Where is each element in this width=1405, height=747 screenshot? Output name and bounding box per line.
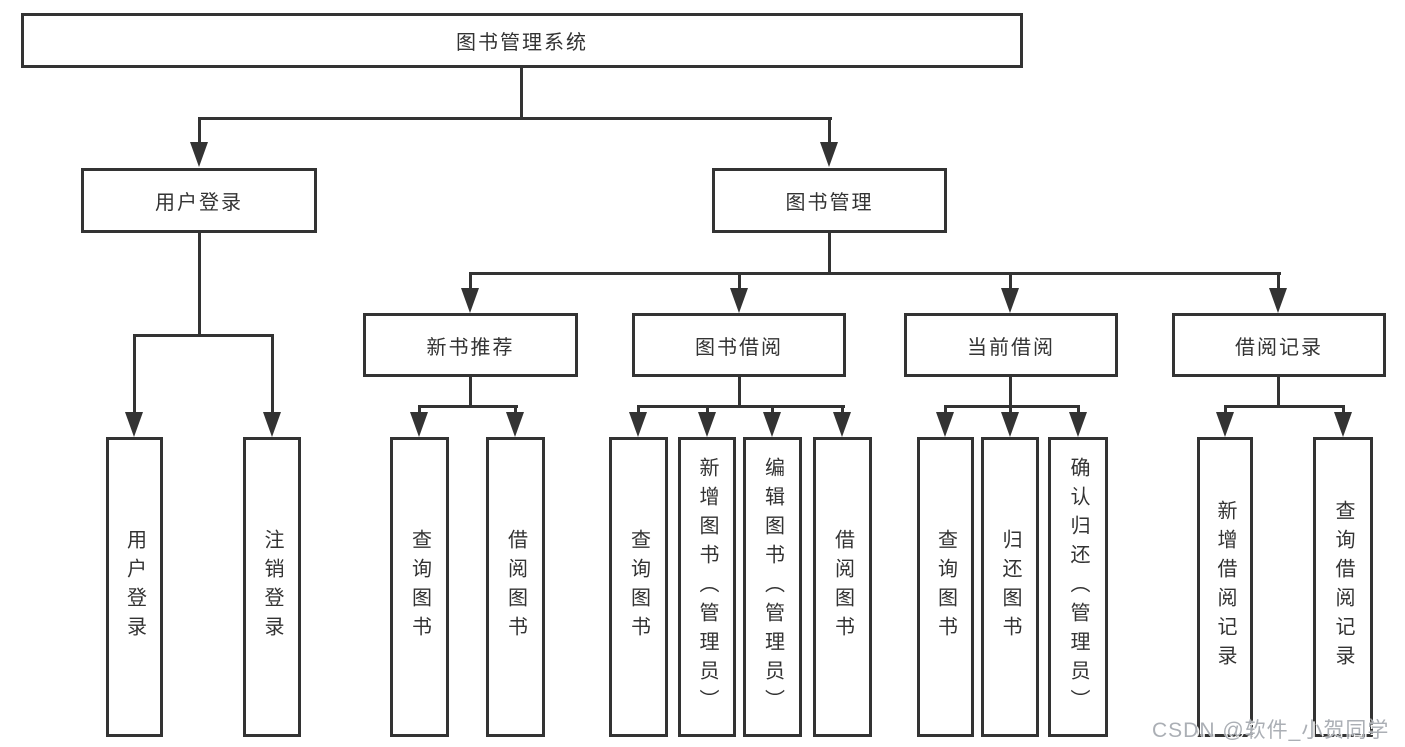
connector-drop-book-management <box>828 117 831 145</box>
node-leaf-query-books-1: 查询图书 <box>390 437 449 737</box>
connector-drop-book-borrow <box>738 272 741 290</box>
connector-leaf-branch <box>944 405 1080 408</box>
connector-drop-leaf <box>944 405 947 415</box>
node-label: 用户登录 <box>123 529 146 645</box>
arrow-down-icon <box>410 412 428 437</box>
node-borrow-records: 借阅记录 <box>1172 313 1386 377</box>
node-leaf-user-login: 用户登录 <box>106 437 163 737</box>
node-label: 图书管理 <box>785 192 874 214</box>
node-label: 注销登录 <box>261 529 283 645</box>
node-label: 查询图书 <box>408 529 431 645</box>
arrow-down-icon <box>1069 412 1087 437</box>
node-leaf-confirm-return-admin: 确认归还（管理员） <box>1048 437 1108 737</box>
connector-drop-leaf <box>841 405 844 415</box>
node-leaf-return-books: 归还图书 <box>981 437 1039 737</box>
connector-root-stem <box>520 68 523 118</box>
arrow-down-icon <box>629 412 647 437</box>
connector-drop-leaf <box>1077 405 1080 415</box>
connector-book-management-stem <box>828 233 831 275</box>
node-leaf-query-books-2: 查询图书 <box>609 437 668 737</box>
node-new-book-recommend: 新书推荐 <box>363 313 578 377</box>
connector-drop-leaf <box>771 405 774 415</box>
arrow-down-icon <box>730 288 748 313</box>
node-label: 新增图书（管理员） <box>696 456 718 718</box>
node-leaf-query-books-3: 查询图书 <box>917 437 974 737</box>
connector-drop-leaf <box>1224 405 1227 415</box>
connector-drop-leaf <box>637 405 640 415</box>
node-label: 图书管理系统 <box>456 32 588 54</box>
node-user-login: 用户登录 <box>81 168 317 233</box>
node-label: 查询图书 <box>627 529 650 645</box>
connector-drop-leaf <box>514 405 517 415</box>
connector-drop-current-borrow <box>1009 272 1012 290</box>
node-library-management-system: 图书管理系统 <box>21 13 1023 68</box>
arrow-down-icon <box>461 288 479 313</box>
node-label: 查询图书 <box>934 529 957 645</box>
node-current-borrow: 当前借阅 <box>904 313 1118 377</box>
node-leaf-borrow-books-1: 借阅图书 <box>486 437 545 737</box>
node-book-management: 图书管理 <box>712 168 947 233</box>
node-leaf-edit-books-admin: 编辑图书（管理员） <box>743 437 802 737</box>
connector-drop-leaf <box>1342 405 1345 415</box>
node-label: 图书借阅 <box>695 336 783 359</box>
node-label: 编辑图书（管理员） <box>761 456 784 718</box>
connector-drop-leaf <box>1009 405 1012 415</box>
node-label: 用户登录 <box>155 192 243 214</box>
node-label: 新书推荐 <box>426 336 515 359</box>
node-leaf-add-books-admin: 新增图书（管理员） <box>678 437 736 737</box>
node-label: 查询借阅记录 <box>1332 500 1354 674</box>
connector-leaf-branch <box>1224 405 1345 408</box>
connector-book-borrow-stem <box>738 377 741 408</box>
connector-user-login-branch <box>133 334 274 337</box>
connector-current-borrow-stem <box>1009 377 1012 408</box>
arrow-down-icon <box>263 412 281 437</box>
node-label: 借阅图书 <box>504 529 527 645</box>
node-label: 借阅记录 <box>1235 336 1323 359</box>
connector-leaf-branch <box>637 405 845 408</box>
connector-drop-leaf <box>418 405 421 415</box>
node-label: 归还图书 <box>999 529 1021 645</box>
connector-drop-borrow-records <box>1277 272 1280 290</box>
connector-drop-leaf <box>706 405 709 415</box>
arrow-down-icon <box>506 412 524 437</box>
arrow-down-icon <box>190 142 208 167</box>
connector-drop-leaf <box>133 334 136 414</box>
node-leaf-borrow-books-2: 借阅图书 <box>813 437 872 737</box>
node-label: 确认归还（管理员） <box>1067 456 1089 718</box>
arrow-down-icon <box>936 412 954 437</box>
connector-borrow-records-stem <box>1277 377 1280 408</box>
arrow-down-icon <box>833 412 851 437</box>
connector-drop-leaf <box>271 334 274 414</box>
node-leaf-query-borrow-record: 查询借阅记录 <box>1313 437 1373 737</box>
arrow-down-icon <box>125 412 143 437</box>
node-label: 当前借阅 <box>967 336 1055 359</box>
arrow-down-icon <box>1001 412 1019 437</box>
node-label: 新增借阅记录 <box>1214 500 1236 674</box>
connector-level1-branch <box>198 117 832 120</box>
arrow-down-icon <box>1216 412 1234 437</box>
connector-user-login-stem <box>198 233 201 336</box>
connector-drop-new-book-recommend <box>469 272 472 290</box>
node-leaf-logout: 注销登录 <box>243 437 301 737</box>
arrow-down-icon <box>763 412 781 437</box>
arrow-down-icon <box>820 142 838 167</box>
arrow-down-icon <box>1001 288 1019 313</box>
connector-drop-user-login <box>198 117 201 145</box>
connector-level2-branch <box>469 272 1281 275</box>
arrow-down-icon <box>1269 288 1287 313</box>
node-label: 借阅图书 <box>831 529 854 645</box>
node-leaf-add-borrow-record: 新增借阅记录 <box>1197 437 1253 737</box>
arrow-down-icon <box>1334 412 1352 437</box>
watermark-text: CSDN @软件_小贺同学 <box>1152 719 1390 742</box>
connector-leaf-branch <box>418 405 518 408</box>
connector-new-book-recommend-stem <box>469 377 472 408</box>
node-book-borrow: 图书借阅 <box>632 313 846 377</box>
arrow-down-icon <box>698 412 716 437</box>
